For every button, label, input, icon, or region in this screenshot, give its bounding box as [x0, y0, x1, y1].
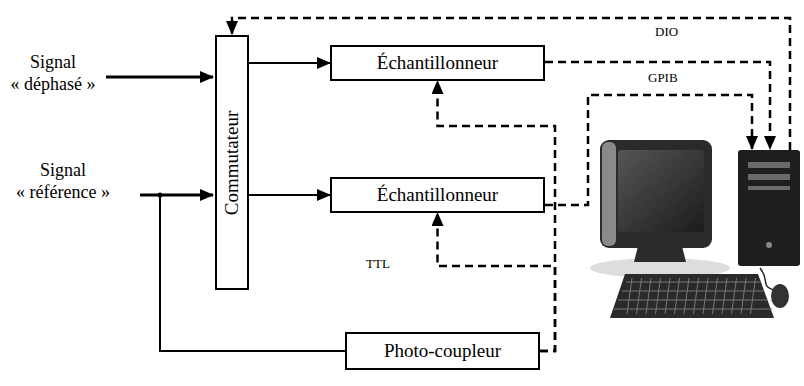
signal-arrow [249, 62, 330, 64]
trigger-line [438, 81, 556, 351]
key-column [713, 278, 718, 314]
trigger-line [438, 213, 556, 351]
switch-box: Commutateur [215, 35, 249, 290]
key-column [675, 278, 680, 314]
gpib-line [545, 62, 770, 149]
key-column [627, 278, 632, 314]
monitor [600, 140, 712, 248]
dio-line [232, 18, 790, 150]
trigger-name: TTL [366, 256, 406, 272]
key-column [703, 278, 708, 314]
key-column [646, 278, 651, 314]
node-label: Échantillonneur [377, 185, 498, 206]
tower [738, 150, 800, 266]
key-column [751, 278, 756, 314]
signal-wire [106, 76, 213, 79]
signal-wire [160, 195, 345, 351]
drive-slot [748, 174, 790, 180]
signal-name: Signal « référence » [2, 160, 124, 203]
screen [618, 150, 704, 232]
keyboard [610, 274, 774, 318]
node-label: Échantillonneur [377, 53, 498, 74]
key-column [637, 278, 642, 314]
key-column [722, 278, 727, 314]
keyboard-keys [614, 278, 772, 314]
key-column [684, 278, 689, 314]
key-row [626, 282, 760, 283]
sampler-box: Échantillonneur [330, 177, 545, 213]
key-column [656, 278, 661, 314]
optocoupler-box: Photo-coupleur [345, 332, 540, 370]
computer-icon [590, 140, 800, 318]
sampler-box: Échantillonneur [330, 45, 545, 81]
key-column [694, 278, 699, 314]
junction-dot [158, 193, 163, 198]
drive-slot [748, 186, 790, 190]
key-column [732, 278, 737, 314]
bus-name: GPIB [648, 70, 708, 86]
node-label: Commutateur [222, 110, 243, 214]
key-column [665, 278, 670, 314]
signal-arrow [249, 194, 330, 196]
mouse [771, 284, 789, 308]
signal-name: Signal « déphasé » [2, 52, 104, 95]
power-button [766, 242, 772, 248]
node-label: Photo-coupleur [384, 341, 501, 362]
monitor-side [602, 142, 616, 246]
bus-name: DIO [655, 24, 715, 40]
key-row [618, 300, 768, 301]
signal-wire [140, 194, 213, 197]
mouse-cable [760, 268, 774, 290]
key-column [741, 278, 746, 314]
drive-slot [748, 162, 790, 168]
signal-wire [106, 77, 345, 351]
key-row [622, 291, 764, 292]
